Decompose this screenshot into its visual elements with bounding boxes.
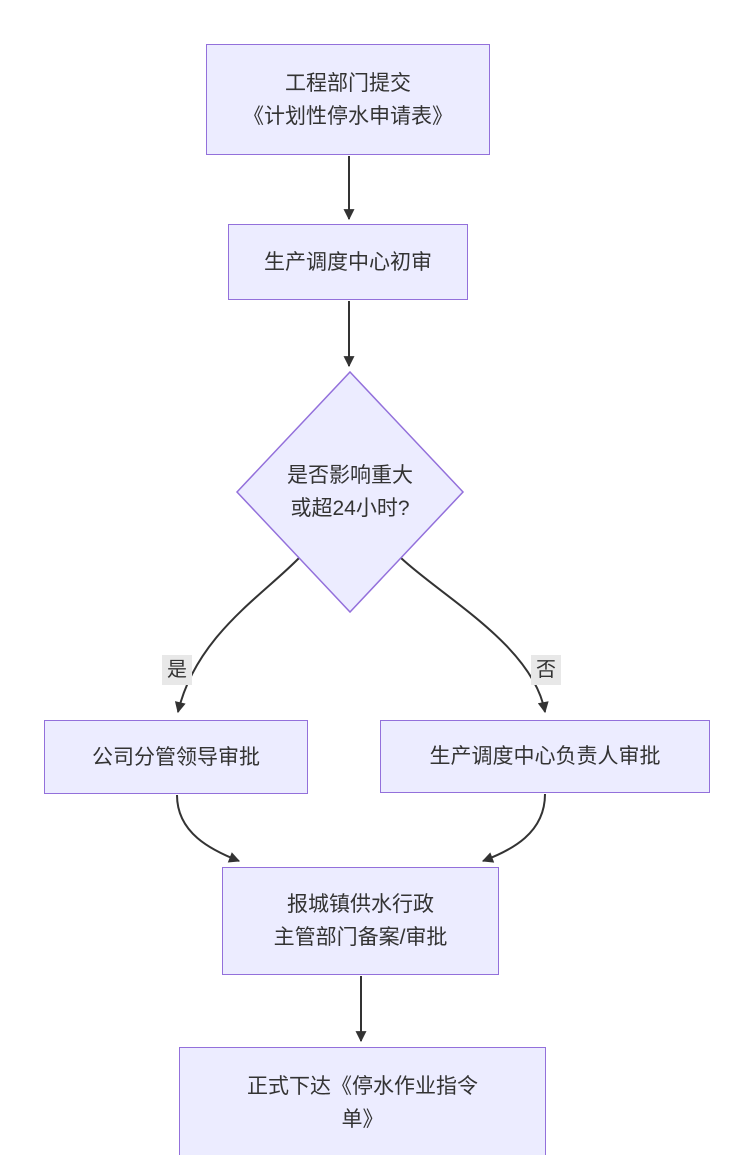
node-dispatch-center-review: 生产调度中心初审 [228,224,468,300]
decision-diamond-shape [235,370,465,614]
node-dispatch-head-approval: 生产调度中心负责人审批 [380,720,710,793]
edge-label-no: 否 [531,655,561,685]
node-decision-label: 是否影响重大 或超24小时? [287,464,413,520]
node-issue-order: 正式下达《停水作业指令 单》 [179,1047,546,1155]
edge-label-yes: 是 [162,655,192,685]
node-submit-application: 工程部门提交 《计划性停水申请表》 [206,44,490,155]
node-report-authority: 报城镇供水行政 主管部门备案/审批 [222,867,499,975]
edge-decision-no [400,557,549,714]
edge-head-to-report [481,793,546,863]
node-company-leader-approval: 公司分管领导审批 [44,720,308,794]
edge-decision-yes [174,557,300,714]
edge-leader-to-report [176,794,241,863]
